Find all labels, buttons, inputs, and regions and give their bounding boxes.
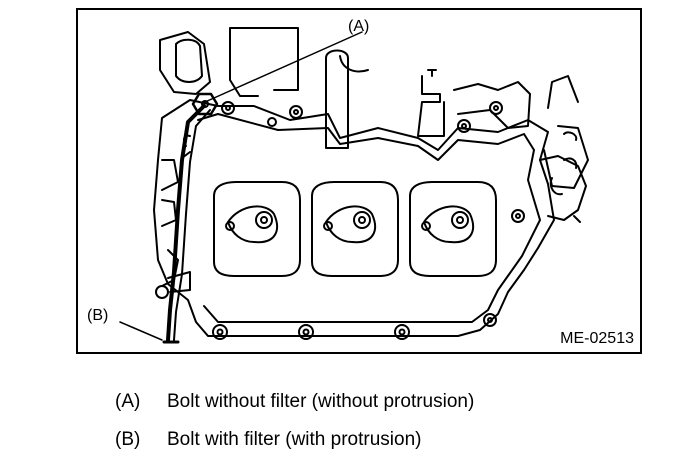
engine-diagram: (A) (B) ME-02513 — [76, 8, 642, 354]
legend-key-b: (B) — [115, 429, 141, 450]
legend-item-a: (A) Bolt without filter (without protrus… — [115, 383, 474, 421]
figure-id: ME-02513 — [560, 330, 634, 347]
legend-key-a: (A) — [115, 391, 141, 412]
cylinder-head-drawing — [119, 27, 589, 344]
legend: (A) Bolt without filter (without protrus… — [115, 383, 474, 459]
legend-text-a: Bolt without filter (without protrusion) — [167, 391, 475, 412]
callout-b-label: (B) — [87, 307, 109, 324]
callout-a-label: (A) — [348, 18, 370, 35]
legend-item-b: (B) Bolt with filter (with protrusion) — [115, 421, 474, 459]
legend-text-b: Bolt with filter (with protrusion) — [167, 429, 422, 450]
